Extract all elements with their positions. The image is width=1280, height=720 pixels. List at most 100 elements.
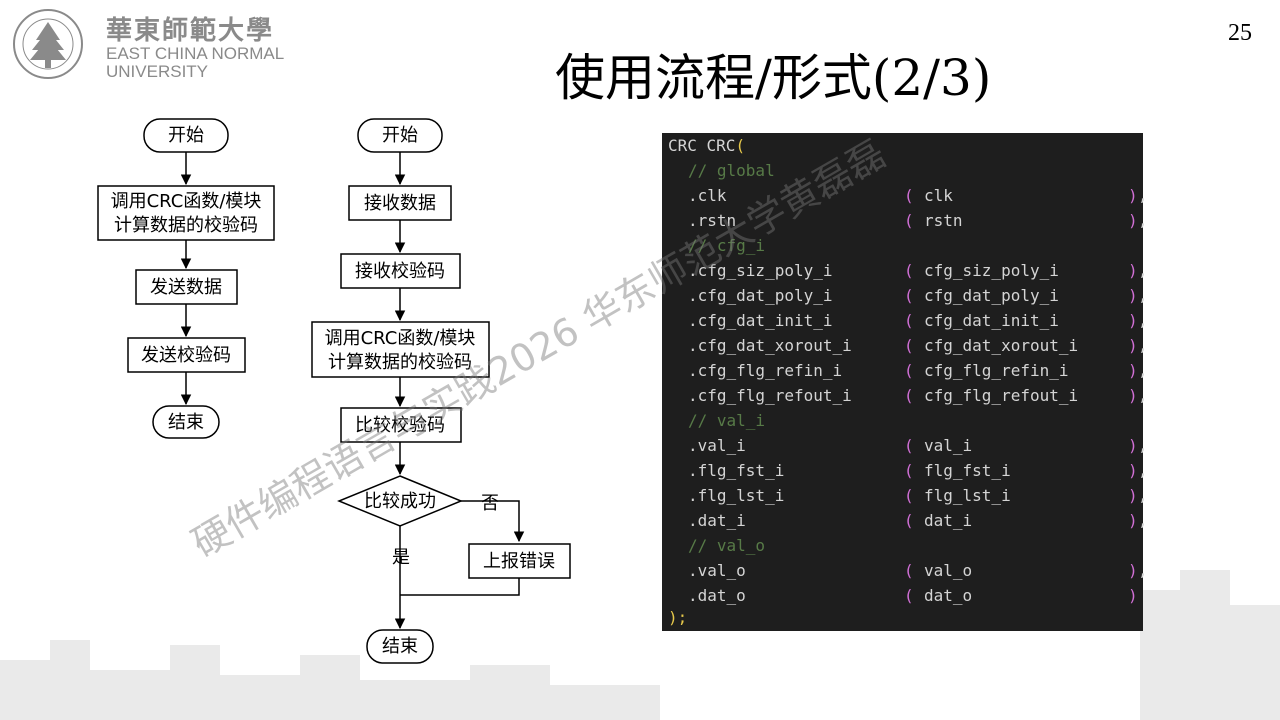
code-port-name: .dat_o xyxy=(688,586,746,605)
logo-chinese-name: 華東師範大學 xyxy=(106,16,275,46)
code-signal-name: dat_i xyxy=(924,511,973,530)
right-receive-data-node xyxy=(348,185,452,221)
right-decision-label: 比较成功 xyxy=(364,491,436,512)
code-signal-name: cfg_dat_xorout_i xyxy=(924,336,1079,355)
code-separator: , xyxy=(1138,461,1148,480)
right-receive-crc-node xyxy=(340,253,461,289)
code-signal-name: cfg_flg_refout_i xyxy=(924,386,1079,405)
code-close-paren: ) xyxy=(1128,436,1138,455)
right-receive-crc-label: 接收校验码 xyxy=(355,261,445,282)
code-separator: , xyxy=(1138,336,1148,355)
code-close-paren: ) xyxy=(1128,586,1138,605)
code-port-name: .flg_fst_i xyxy=(688,461,785,480)
code-signal-name: cfg_dat_poly_i xyxy=(924,286,1059,305)
right-error-label: 上报错误 xyxy=(483,551,555,572)
code-close-paren: ) xyxy=(1128,261,1138,280)
code-header-line: CRC CRC( xyxy=(668,133,745,158)
code-open-paren: ( xyxy=(904,361,914,380)
right-start-label: 开始 xyxy=(382,125,418,146)
code-separator: , xyxy=(1138,561,1148,580)
code-footer-line: ); xyxy=(668,605,687,630)
code-close-paren: ) xyxy=(1128,311,1138,330)
code-open-paren: ( xyxy=(904,561,914,580)
logo-english-name-line1: EAST CHINA NORMAL xyxy=(106,44,285,63)
code-close-paren: ) xyxy=(1128,211,1138,230)
code-port-name: .val_i xyxy=(688,436,746,455)
code-signal-name: dat_o xyxy=(924,586,973,605)
code-separator: , xyxy=(1138,511,1148,530)
code-close-paren: ) xyxy=(1128,486,1138,505)
right-error-return-line xyxy=(400,578,520,596)
code-separator: , xyxy=(1138,186,1148,205)
code-port-name: .cfg_siz_poly_i xyxy=(688,261,833,280)
code-port-name: .cfg_dat_poly_i xyxy=(688,286,833,305)
left-send-crc-label: 发送校验码 xyxy=(141,345,231,366)
left-end-label: 结束 xyxy=(168,412,204,433)
code-open-paren: ( xyxy=(735,136,746,155)
right-compare-label: 比较校验码 xyxy=(355,415,445,436)
left-calc-label-line2: 计算数据的校验码 xyxy=(114,215,258,236)
code-separator: , xyxy=(1138,361,1148,380)
code-close-paren: ) xyxy=(1128,336,1138,355)
code-port-name: .cfg_flg_refin_i xyxy=(688,361,843,380)
right-calc-label-line2: 计算数据的校验码 xyxy=(328,352,472,373)
left-send-crc-node xyxy=(127,337,246,373)
code-close-paren: ) xyxy=(1128,461,1138,480)
right-end-node xyxy=(366,629,434,664)
code-port-name: .cfg_dat_init_i xyxy=(688,311,833,330)
code-close-paren: ) xyxy=(1128,186,1138,205)
code-panel: CRC CRC( // global.clk(clk),.rstn(rstn),… xyxy=(662,133,1148,631)
code-close-paren: ) xyxy=(1128,286,1138,305)
code-signal-name: val_o xyxy=(924,561,973,580)
code-port-name: .rstn xyxy=(688,211,737,230)
code-open-paren: ( xyxy=(904,386,914,405)
code-open-paren: ( xyxy=(904,436,914,455)
code-port-name: .dat_i xyxy=(688,511,746,530)
code-footer-text: ); xyxy=(668,608,688,627)
slide-title: 使用流程/形式(2/3) xyxy=(555,49,992,107)
university-logo: 華東師範大學 EAST CHINA NORMAL UNIVERSITY xyxy=(10,6,300,81)
logo-english-name-line2: UNIVERSITY xyxy=(106,62,209,81)
code-signal-name: rstn xyxy=(924,211,963,230)
code-signal-name: cfg_siz_poly_i xyxy=(924,261,1059,280)
code-close-paren: ) xyxy=(1128,561,1138,580)
campus-skyline-background xyxy=(0,570,1280,720)
left-flowchart: 开始 调用CRC函数/模块 计算数据的校验码 发送数据 发送校验码 结束 xyxy=(97,118,275,439)
left-send-data-label: 发送数据 xyxy=(150,277,222,298)
code-open-paren: ( xyxy=(904,211,914,230)
code-separator: , xyxy=(1138,211,1148,230)
code-close-paren: ) xyxy=(1128,511,1138,530)
code-port-name: .clk xyxy=(688,186,727,205)
code-port-name: .flg_lst_i xyxy=(688,486,785,505)
code-signal-name: clk xyxy=(924,186,953,205)
code-signal-name: cfg_flg_refin_i xyxy=(924,361,1069,380)
flowcharts: 开始 调用CRC函数/模块 计算数据的校验码 发送数据 发送校验码 结束 开始 … xyxy=(97,118,571,664)
code-open-paren: ( xyxy=(904,586,914,605)
code-signal-name: flg_lst_i xyxy=(924,486,1011,505)
left-send-data-node xyxy=(135,269,238,305)
code-open-paren: ( xyxy=(904,311,914,330)
left-start-label: 开始 xyxy=(168,125,204,146)
code-close-paren: ) xyxy=(1128,361,1138,380)
right-flowchart: 开始 接收数据 接收校验码 调用CRC函数/模块 计算数据的校验码 比较校验码 … xyxy=(311,118,571,664)
code-comment-text: // global xyxy=(688,161,775,180)
left-calc-label-line1: 调用CRC函数/模块 xyxy=(111,191,262,212)
code-port-name: .cfg_dat_xorout_i xyxy=(688,336,852,355)
right-end-label: 结束 xyxy=(382,636,418,657)
code-instance-text: CRC CRC xyxy=(668,136,736,155)
right-receive-data-label: 接收数据 xyxy=(364,193,436,214)
right-calc-node xyxy=(311,321,490,378)
right-no-branch-arrow xyxy=(461,500,525,543)
code-port-name: .cfg_flg_refout_i xyxy=(688,386,852,405)
code-open-paren: ( xyxy=(904,336,914,355)
code-separator: , xyxy=(1138,386,1148,405)
code-separator: , xyxy=(1138,261,1148,280)
right-compare-node xyxy=(340,407,462,443)
code-signal-name: flg_fst_i xyxy=(924,461,1011,480)
code-open-paren: ( xyxy=(904,461,914,480)
code-separator: , xyxy=(1138,436,1148,455)
code-separator: , xyxy=(1138,286,1148,305)
code-port-name: .val_o xyxy=(688,561,746,580)
code-comment-text: // cfg_i xyxy=(688,236,766,255)
code-open-paren: ( xyxy=(904,486,914,505)
